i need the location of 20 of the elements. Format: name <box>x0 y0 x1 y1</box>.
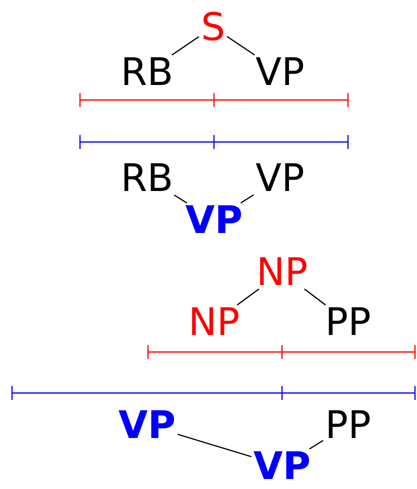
tree-branch <box>236 288 260 306</box>
tree-branch <box>177 434 252 458</box>
constituent-label: VP <box>118 406 176 444</box>
tree-branch <box>172 36 200 56</box>
constituent-label: RB <box>120 159 174 197</box>
constituent-label: RB <box>120 53 174 91</box>
tree-branch <box>174 194 188 204</box>
constituent-label: PP <box>325 406 371 444</box>
constituent-label: VP <box>256 53 304 91</box>
constituent-label: VP <box>256 159 304 197</box>
constituent-label: NP <box>256 253 308 291</box>
constituent-label: NP <box>188 303 240 341</box>
constituent-label: S <box>200 8 226 46</box>
constituent-label: VP <box>185 201 243 239</box>
tree-branch <box>304 288 326 306</box>
tree-branch <box>226 36 256 56</box>
constituent-label: PP <box>325 303 371 341</box>
tree-branch <box>240 194 254 204</box>
constituent-label: VP <box>253 447 311 485</box>
tree-branch <box>309 440 324 450</box>
